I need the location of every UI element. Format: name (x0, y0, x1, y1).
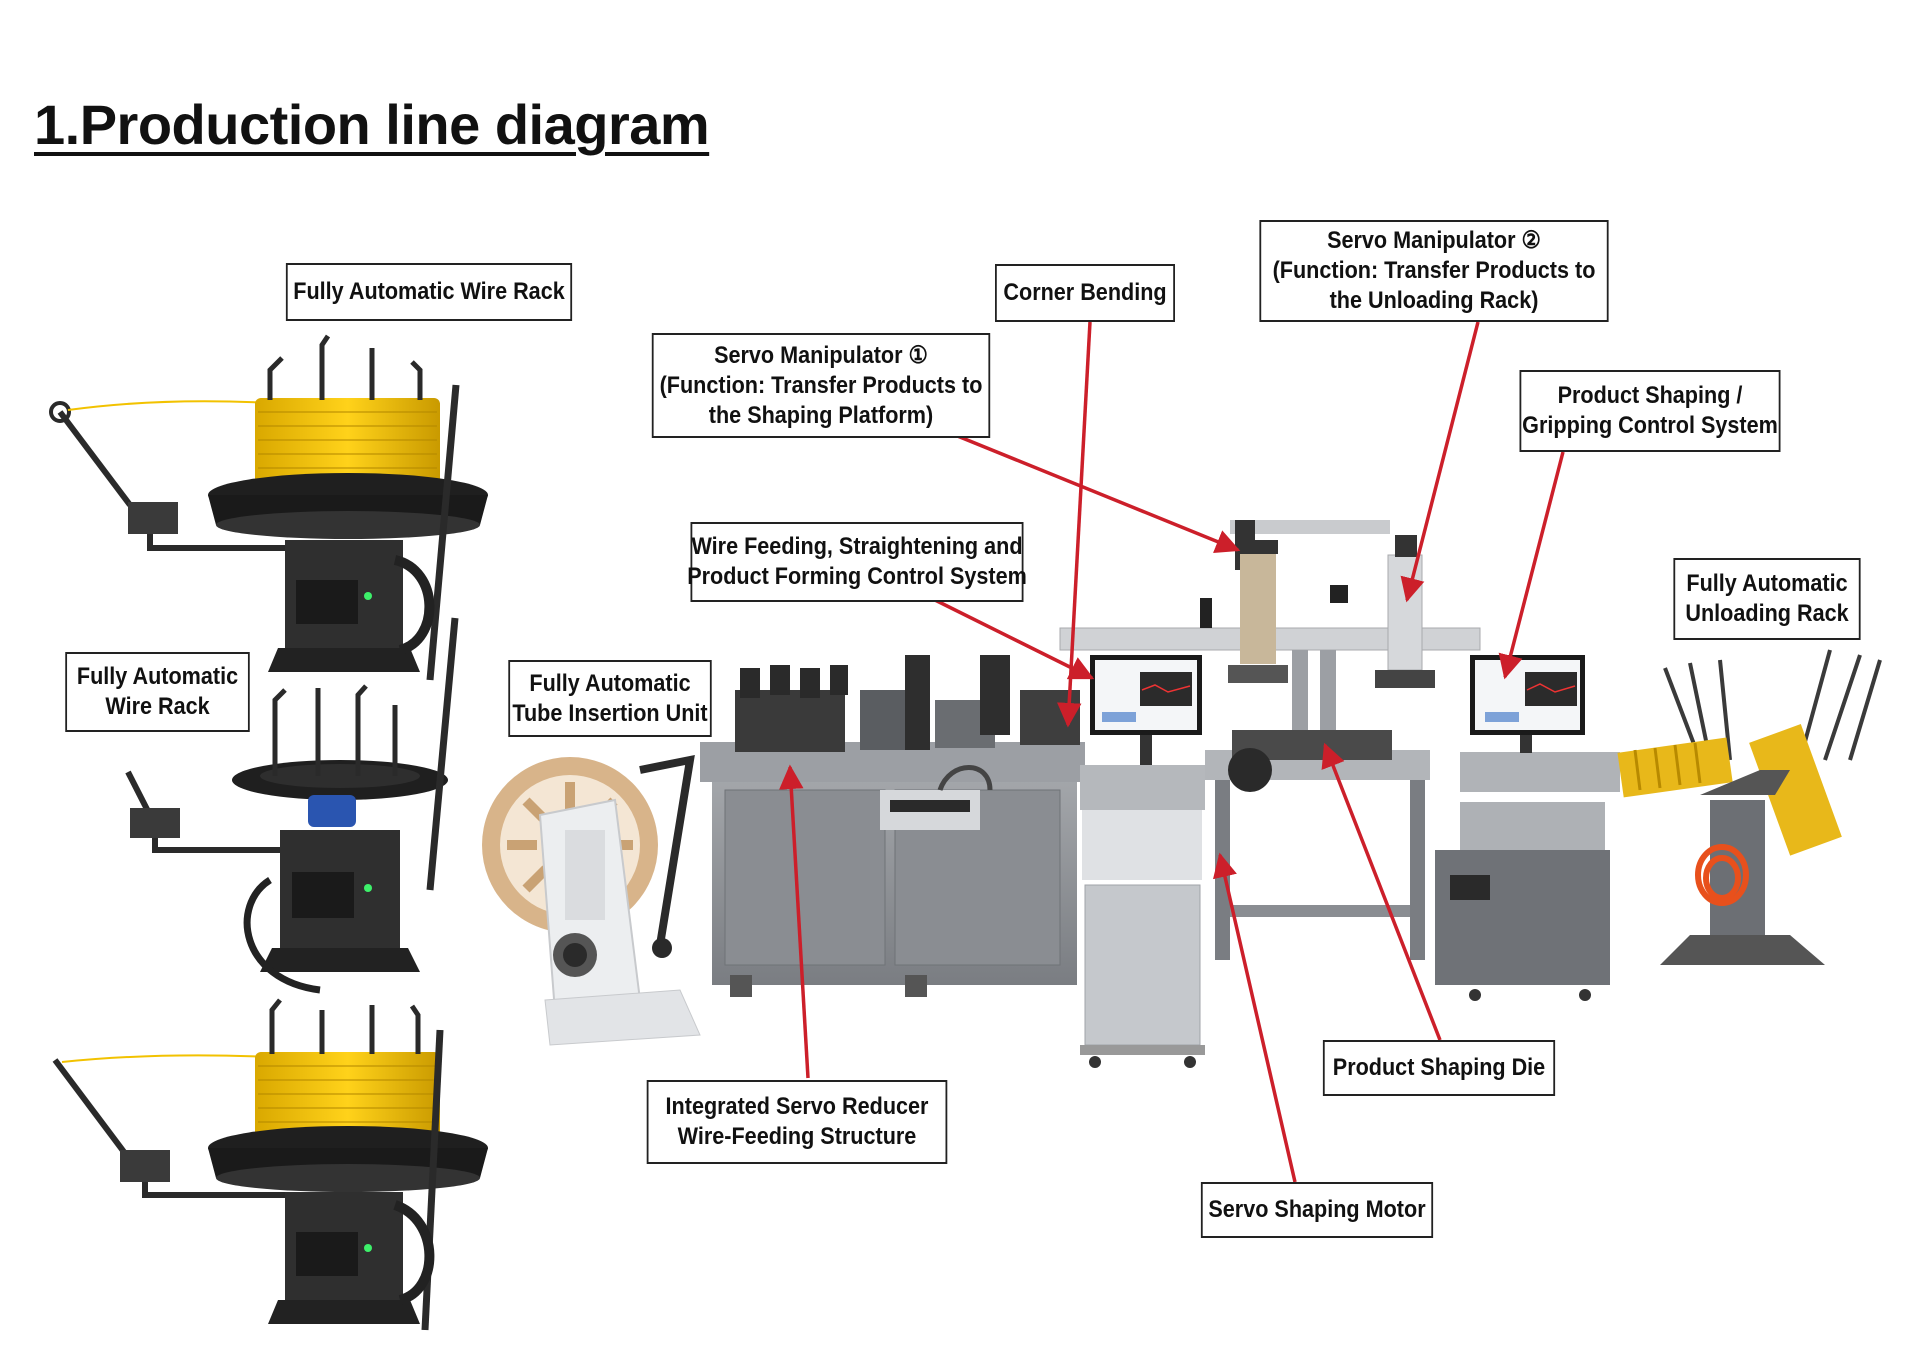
forming-table (700, 655, 1085, 997)
callout-fully-automatic-unloading-rack: Fully Automatic Unloading Rack (1673, 558, 1861, 640)
callout-line: Servo Manipulator ② (1327, 227, 1541, 254)
callout-line: Integrated Servo Reducer (665, 1093, 929, 1120)
arrow-corner-bending (1056, 321, 1092, 728)
wire-rack-bottom (52, 998, 488, 1331)
callout-fully-automatic-wire-rack-top: Fully Automatic Wire Rack (285, 263, 573, 321)
wire-rack-top (49, 334, 488, 681)
callout-line: Tube Insertion Unit (512, 699, 708, 727)
callout-line: Gripping Control System (1522, 412, 1778, 439)
arrow-shaping-control (1498, 451, 1565, 680)
arrow-shaping-motor (1212, 852, 1297, 1183)
callout-line: Corner Bending (1003, 279, 1167, 306)
callout-line: Wire Rack (105, 693, 210, 720)
callout-line: Wire Feeding, Straightening and (691, 533, 1023, 560)
arrow-servo-manipulator-1 (954, 433, 1241, 554)
callout-product-shaping-gripping-control: Product Shaping / Gripping Control Syste… (1519, 370, 1781, 452)
callout-line: Servo Manipulator ① (714, 341, 928, 369)
callout-line: Servo Shaping Motor (1208, 1196, 1426, 1223)
callout-integrated-servo-reducer: Integrated Servo Reducer Wire-Feeding St… (646, 1080, 948, 1164)
arrow-servo-reducer (779, 764, 810, 1079)
callout-line: the Unloading Rack) (1329, 287, 1539, 314)
callout-fully-automatic-wire-rack-mid: Fully Automatic Wire Rack (65, 652, 250, 732)
tube-insertion-unit (482, 754, 701, 1046)
callout-line: Fully Automatic (1686, 570, 1848, 597)
arrow-shaping-die (1321, 742, 1442, 1041)
callout-wire-feeding-control-system: Wire Feeding, Straightening and Product … (687, 522, 1027, 602)
callout-line: Product Forming Control System (687, 563, 1027, 590)
callout-line: (Function: Transfer Products to (1272, 257, 1596, 284)
callout-line: the Shaping Platform) (708, 401, 934, 429)
unloading-rack (1617, 649, 1882, 965)
wire-rack-middle (125, 617, 459, 994)
callout-line: Fully Automatic (529, 669, 691, 697)
callout-servo-manipulator-1: Servo Manipulator ① (Function: Transfer … (651, 333, 991, 438)
control-cart-right (1435, 655, 1620, 1001)
callout-servo-shaping-motor: Servo Shaping Motor (1200, 1182, 1434, 1238)
page-title: 1.Production line diagram (34, 93, 710, 156)
control-cart-middle (1080, 655, 1205, 1068)
callout-line: Unloading Rack (1685, 600, 1849, 627)
callout-servo-manipulator-2: Servo Manipulator ② (Function: Transfer … (1259, 220, 1609, 322)
arrow-wire-feeding (934, 598, 1095, 680)
callout-line: Wire-Feeding Structure (677, 1123, 917, 1150)
callout-line: Product Shaping / (1557, 382, 1743, 409)
callout-product-shaping-die: Product Shaping Die (1322, 1040, 1556, 1096)
leader-arrows (779, 321, 1565, 1183)
callout-tube-insertion-unit: Fully Automatic Tube Insertion Unit (508, 660, 712, 737)
callout-line: Fully Automatic Wire Rack (293, 278, 565, 305)
callout-corner-bending: Corner Bending (995, 264, 1175, 322)
callout-line: Fully Automatic (76, 663, 239, 690)
callout-line: Product Shaping Die (1332, 1054, 1546, 1081)
callout-line: (Function: Transfer Products to (659, 371, 983, 399)
arrow-servo-manipulator-2 (1400, 321, 1480, 603)
